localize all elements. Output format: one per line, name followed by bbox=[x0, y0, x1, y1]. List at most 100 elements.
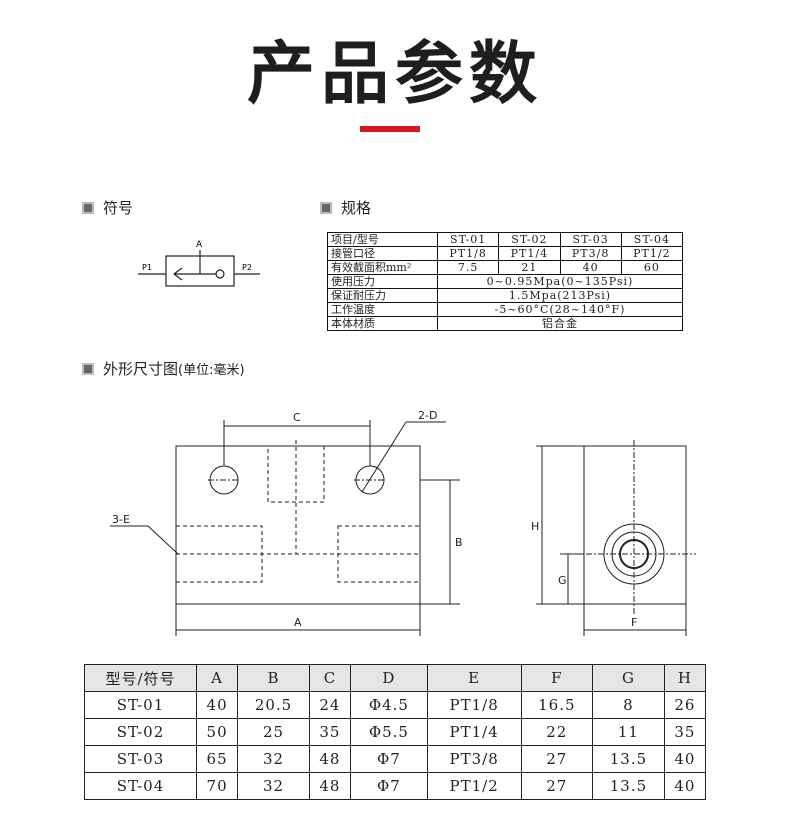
table-cell: 11 bbox=[592, 718, 665, 746]
spec-cell: PT1/4 bbox=[498, 246, 561, 261]
table-cell: 35 bbox=[663, 718, 707, 746]
spec-cell: 保证耐压力 bbox=[327, 288, 438, 303]
table-row: ST-02 50 25 35 Φ5.5 PT1/4 22 11 35 bbox=[84, 718, 707, 746]
table-cell: 13.5 bbox=[592, 772, 665, 800]
table-cell: 13.5 bbox=[592, 745, 665, 773]
dims-header-cell: C bbox=[308, 664, 352, 692]
spec-cell: 40 bbox=[559, 260, 622, 275]
table-cell: PT1/8 bbox=[426, 691, 522, 719]
table-cell: 40 bbox=[663, 745, 707, 773]
spec-cell: 0~0.95Mpa(0~135Psi) bbox=[437, 274, 683, 289]
symbol-label-p2: P2 bbox=[242, 263, 252, 272]
spec-row-proof: 保证耐压力 1.5Mpa(213Psi) bbox=[327, 288, 683, 303]
table-cell: 8 bbox=[592, 691, 665, 719]
table-cell: Φ7 bbox=[350, 745, 428, 773]
section-dims-heading: 外形尺寸图 (单位:毫米) bbox=[82, 358, 245, 379]
table-row: ST-04 70 32 48 Φ7 PT1/2 27 13.5 40 bbox=[84, 772, 707, 800]
table-cell: 26 bbox=[663, 691, 707, 719]
table-row: ST-01 40 20.5 24 Φ4.5 PT1/8 16.5 8 26 bbox=[84, 691, 707, 719]
dim-label-a: A bbox=[294, 616, 302, 629]
dim-label-2d: 2-D bbox=[418, 409, 437, 422]
symbol-arrow-icon bbox=[173, 267, 183, 281]
section-spec-heading: 规格 bbox=[320, 197, 371, 218]
front-view-body bbox=[175, 445, 421, 605]
table-cell: 70 bbox=[195, 772, 239, 800]
spec-cell: 21 bbox=[498, 260, 561, 275]
port-a-hidden bbox=[267, 445, 325, 503]
section-dims-unit: (单位:毫米) bbox=[178, 363, 245, 378]
symbol-label-p1: P1 bbox=[142, 263, 152, 272]
table-cell: 50 bbox=[195, 718, 239, 746]
table-cell: 35 bbox=[308, 718, 352, 746]
dim-label-g: G bbox=[558, 574, 567, 587]
section-symbol-heading: 符号 bbox=[82, 197, 133, 218]
spec-cell: ST-01 bbox=[436, 232, 500, 247]
table-cell: 27 bbox=[520, 772, 594, 800]
table-cell: ST-02 bbox=[84, 718, 197, 746]
spec-header-row: 项目/型号 ST-01 ST-02 ST-03 ST-04 bbox=[327, 232, 684, 247]
spec-cell: 接管口径 bbox=[327, 246, 438, 261]
spec-cell: -5~60°C(28~140°F) bbox=[437, 302, 683, 317]
spec-cell: 项目/型号 bbox=[327, 232, 438, 247]
spec-cell: PT3/8 bbox=[559, 246, 622, 261]
table-cell: ST-01 bbox=[84, 691, 197, 719]
spec-cell: ST-04 bbox=[620, 232, 684, 247]
dims-header-cell: H bbox=[663, 664, 707, 692]
dims-header-row: 型号/符号 A B C D E F G H bbox=[84, 664, 707, 692]
spec-cell: 7.5 bbox=[436, 260, 500, 275]
spec-row-temp: 工作温度 -5~60°C(28~140°F) bbox=[327, 302, 683, 317]
dim-label-c: C bbox=[293, 411, 301, 424]
valve-symbol-diagram: A P1 P2 bbox=[138, 240, 260, 287]
table-cell: PT1/4 bbox=[426, 718, 522, 746]
spec-cell: 60 bbox=[620, 260, 684, 275]
dimensions-table: 型号/符号 A B C D E F G H ST-01 40 20.5 24 Φ… bbox=[84, 664, 707, 800]
spec-cell: ST-02 bbox=[498, 232, 561, 247]
spec-cell: 有效截面积mm² bbox=[327, 260, 438, 275]
table-cell: Φ5.5 bbox=[350, 718, 428, 746]
table-cell: 65 bbox=[195, 745, 239, 773]
section-bullet-icon bbox=[320, 201, 332, 214]
table-cell: 16.5 bbox=[520, 691, 594, 719]
table-cell: 20.5 bbox=[237, 691, 310, 719]
table-cell: Φ4.5 bbox=[350, 691, 428, 719]
table-cell: 32 bbox=[237, 745, 310, 773]
dim-3e-leader bbox=[147, 525, 179, 555]
section-bullet-icon bbox=[82, 362, 94, 375]
dims-header-cell: D bbox=[350, 664, 428, 692]
dim-label-f: F bbox=[631, 616, 637, 629]
dims-header-cell: E bbox=[426, 664, 522, 692]
symbol-ball-icon bbox=[215, 269, 225, 279]
section-spec-label: 规格 bbox=[341, 199, 372, 217]
dims-header-cell: B bbox=[237, 664, 310, 692]
dims-header-cell: F bbox=[520, 664, 594, 692]
table-cell: 25 bbox=[237, 718, 310, 746]
table-cell: 24 bbox=[308, 691, 352, 719]
spec-cell: 本体材质 bbox=[327, 316, 438, 331]
section-symbol-label: 符号 bbox=[103, 199, 134, 217]
spec-cell: 1.5Mpa(213Psi) bbox=[437, 288, 683, 303]
spec-cell: 工作温度 bbox=[327, 302, 438, 317]
side-view-body bbox=[583, 445, 687, 605]
page-title: 产品参数 bbox=[246, 35, 543, 114]
symbol-label-a: A bbox=[196, 240, 203, 250]
table-cell: PT3/8 bbox=[426, 745, 522, 773]
spec-cell: ST-03 bbox=[559, 232, 622, 247]
table-cell: ST-03 bbox=[84, 745, 197, 773]
table-cell: 48 bbox=[308, 772, 352, 800]
table-cell: 40 bbox=[195, 691, 239, 719]
spec-cell: PT1/8 bbox=[436, 246, 500, 261]
spec-row-pressure: 使用压力 0~0.95Mpa(0~135Psi) bbox=[327, 274, 683, 289]
table-cell: PT1/2 bbox=[426, 772, 522, 800]
table-cell: 48 bbox=[308, 745, 352, 773]
section-bullet-icon bbox=[82, 201, 94, 214]
table-cell: 27 bbox=[520, 745, 594, 773]
dim-label-b: B bbox=[455, 536, 463, 549]
dim-label-3e: 3-E bbox=[112, 513, 130, 526]
spec-row-ports: 接管口径 PT1/8 PT1/4 PT3/8 PT1/2 bbox=[327, 246, 684, 261]
table-row: ST-03 65 32 48 Φ7 PT3/8 27 13.5 40 bbox=[84, 745, 707, 773]
dimension-drawing: C 2-D 3-E B A H G F bbox=[110, 409, 696, 636]
dims-header-cell: 型号/符号 bbox=[84, 664, 197, 692]
dims-header-cell: G bbox=[592, 664, 665, 692]
spec-table: 项目/型号 ST-01 ST-02 ST-03 ST-04 接管口径 PT1/8… bbox=[327, 232, 684, 331]
spec-row-area: 有效截面积mm² 7.5 21 40 60 bbox=[327, 260, 684, 275]
